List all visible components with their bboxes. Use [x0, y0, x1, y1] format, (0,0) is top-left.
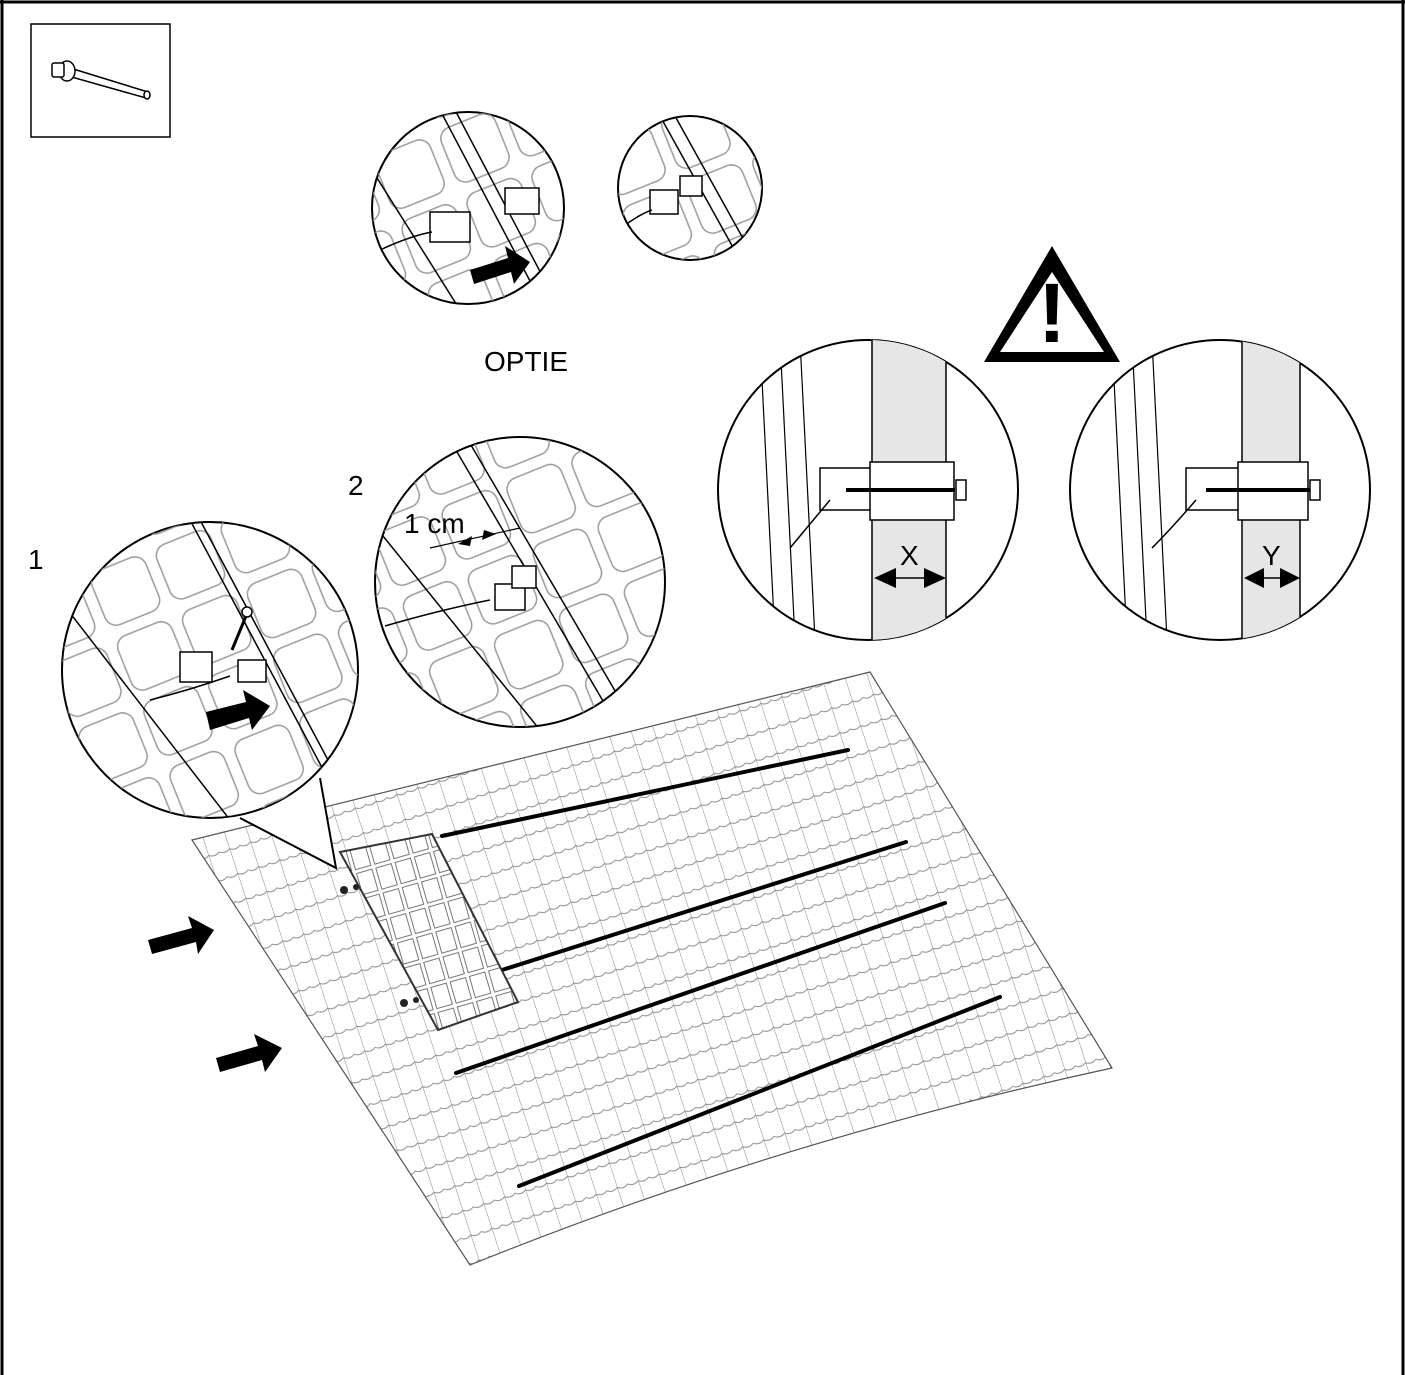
dimension-arrow-x [874, 568, 946, 588]
dimension-label-y: Y [1262, 540, 1281, 571]
mounting-rails [440, 748, 1002, 1188]
option-label: OPTIE [484, 346, 569, 377]
panel-clamps [340, 884, 419, 1007]
step-number-1: 1 [28, 544, 44, 575]
warning-triangle-icon [984, 246, 1120, 362]
roof [191, 671, 1113, 1266]
dimension-label-x: X [900, 540, 919, 571]
solar-panel [338, 832, 520, 1032]
push-arrow-icon [148, 916, 282, 1072]
detail-step2 [374, 436, 666, 728]
detail-option [371, 111, 763, 305]
gap-label: 1 cm [404, 508, 465, 539]
tool-box [30, 23, 171, 138]
callout-step1 [61, 521, 359, 870]
step-number-2: 2 [348, 470, 364, 501]
warning-mark: ! [1038, 266, 1066, 360]
dimension-arrow-y [1244, 568, 1300, 588]
detail-x [717, 339, 1019, 641]
torque-wrench-icon [51, 60, 151, 100]
detail-y [1069, 339, 1371, 641]
